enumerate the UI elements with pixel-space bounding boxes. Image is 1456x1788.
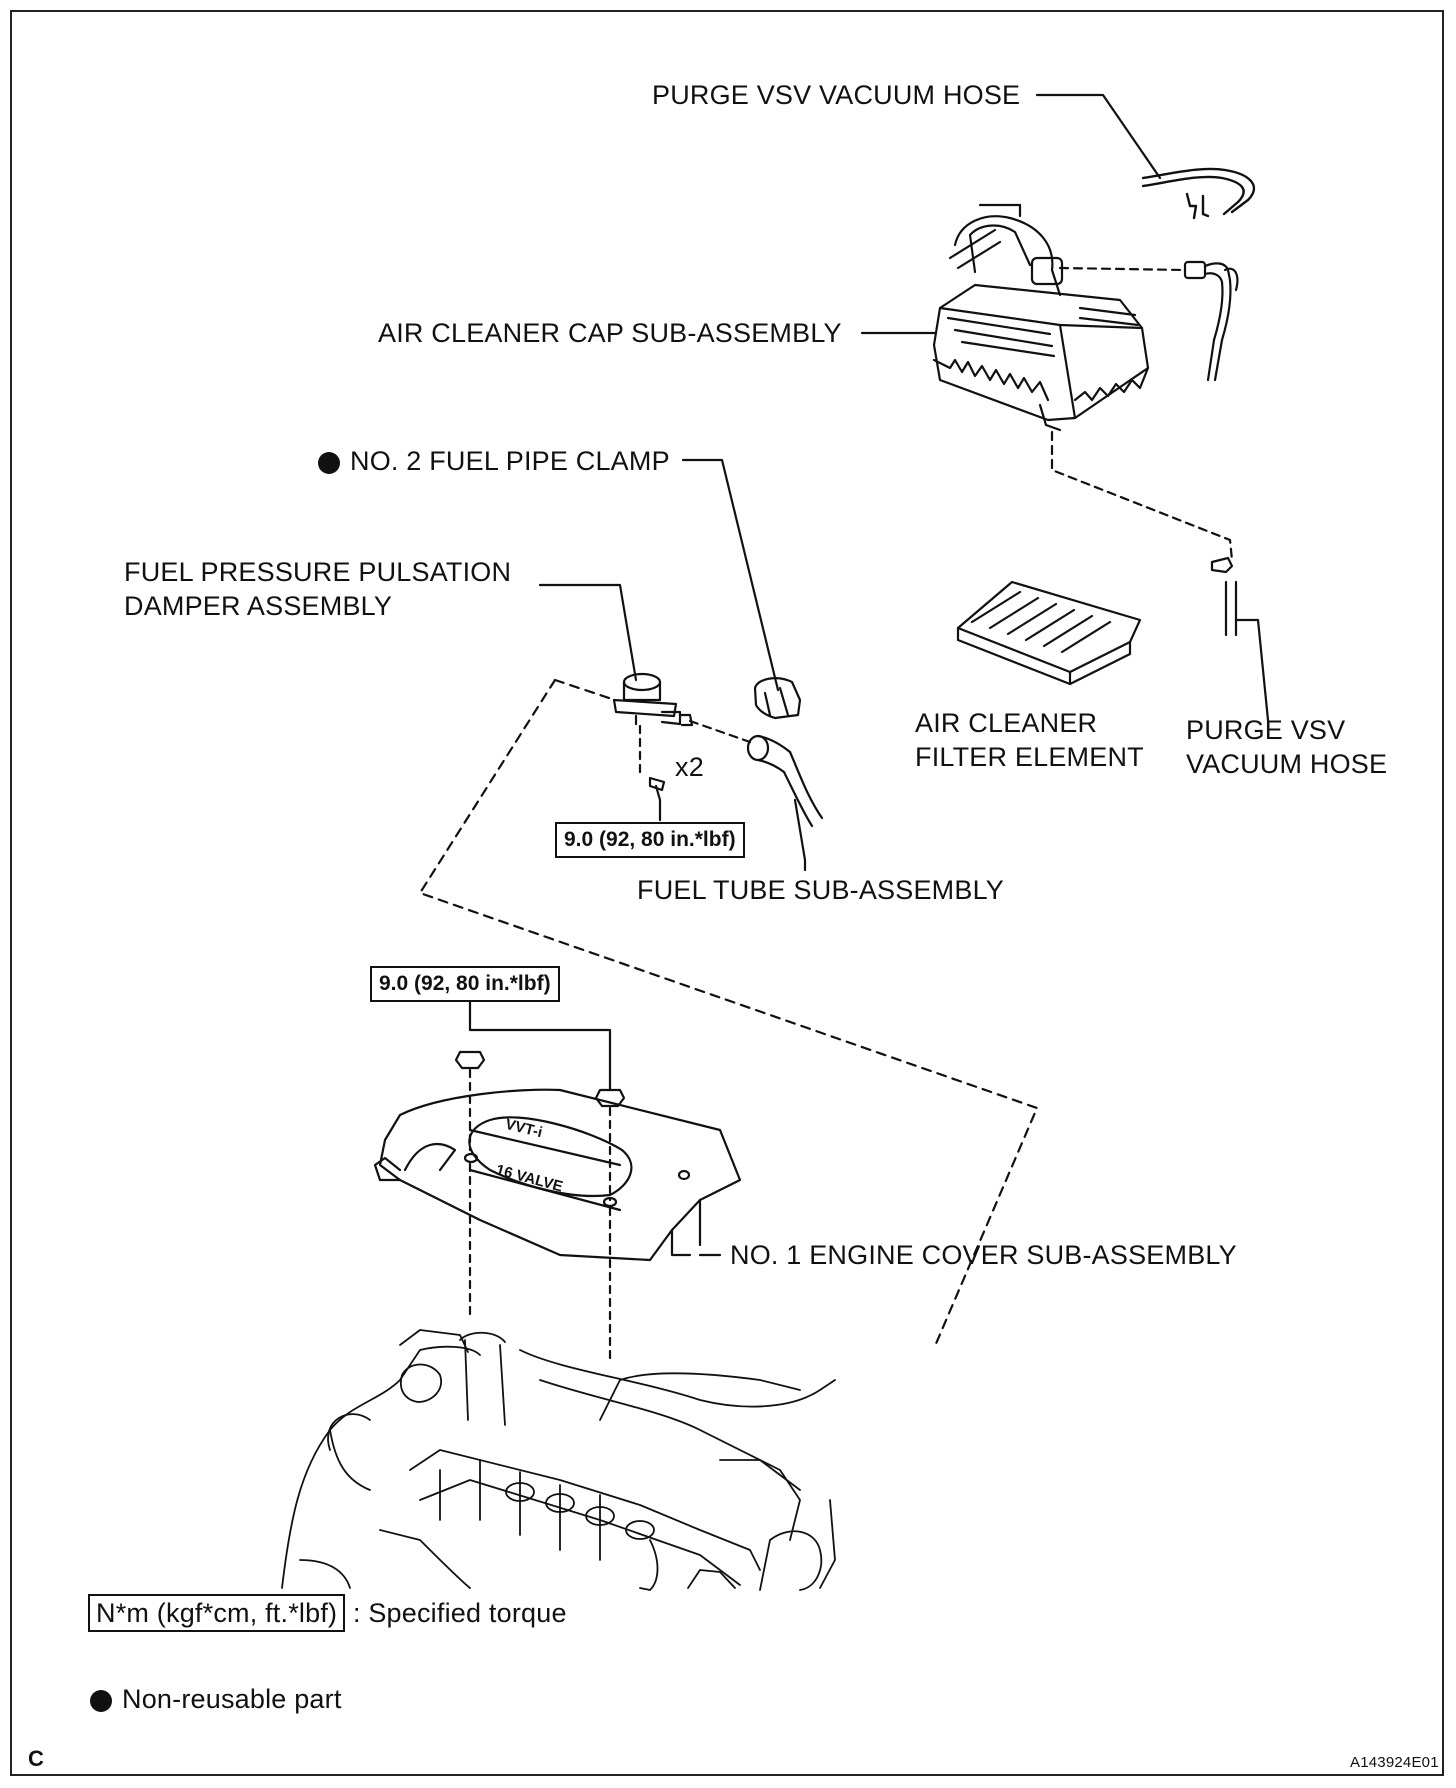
label-purge-hose-line2: VACUUM HOSE [1186, 749, 1388, 779]
engine-cover-drawing [373, 1088, 742, 1362]
figure-id: A143924E01 [1350, 1754, 1439, 1771]
label-fuel-pipe-clamp: NO. 2 FUEL PIPE CLAMP [318, 444, 670, 478]
label-engine-cover: NO. 1 ENGINE COVER SUB-ASSEMBLY [730, 1240, 1237, 1270]
legend-torque-units: N*m (kgf*cm, ft.*lbf) [88, 1594, 346, 1632]
engine-block-drawing [281, 1329, 836, 1591]
legend-torque: N*m (kgf*cm, ft.*lbf) : Specified torque [88, 1594, 567, 1632]
dashed-assembly-outline [418, 678, 1039, 1348]
diagram-frame [10, 10, 1444, 1776]
leader-purge-hose-top [1035, 93, 1162, 180]
torque-box-cover: 9.0 (92, 80 in.*lbf) [370, 966, 560, 1002]
cover-nut-leaders [468, 998, 612, 1092]
label-damper-line2: DAMPER ASSEMBLY [124, 591, 393, 621]
purge-vsv-vacuum-hose-top [1141, 167, 1256, 220]
label-damper-line1: FUEL PRESSURE PULSATION [124, 557, 512, 587]
fuel-tube-drawing [746, 734, 824, 872]
legend-nonreusable-desc: Non-reusable part [122, 1684, 342, 1714]
air-cleaner-filter-element-drawing [956, 580, 1142, 686]
legend-dot-icon [90, 1689, 112, 1712]
purge-vsv-vacuum-hose-lower [1210, 556, 1270, 722]
leader-fuel-pipe-clamp [681, 458, 780, 692]
label-purge-hose-line1: PURGE VSV [1186, 715, 1346, 745]
label-purge-hose-top: PURGE VSV VACUUM HOSE [652, 80, 1021, 110]
leader-damper [538, 583, 638, 682]
label-air-cleaner-cap: AIR CLEANER CAP SUB-ASSEMBLY [378, 318, 842, 348]
legend-nonreusable: Non-reusable part [90, 1682, 342, 1716]
non-reusable-dot-icon [318, 451, 340, 474]
label-fuel-tube: FUEL TUBE SUB-ASSEMBLY [637, 875, 1005, 905]
fuel-pressure-damper-drawing [612, 672, 752, 744]
legend-torque-desc: : Specified torque [352, 1598, 567, 1628]
damper-bolt [638, 724, 666, 822]
label-fuel-pipe-clamp-text: NO. 2 FUEL PIPE CLAMP [350, 446, 670, 476]
fuel-pipe-clamp-drawing [753, 677, 802, 720]
torque-box-damper: 9.0 (92, 80 in.*lbf) [555, 822, 745, 858]
label-filter-line1: AIR CLEANER [915, 708, 1098, 738]
label-filter-line2: FILTER ELEMENT [915, 742, 1144, 772]
label-bolt-count: x2 [675, 752, 704, 782]
section-letter: C [28, 1746, 45, 1771]
air-cleaner-cap-drawing [932, 203, 1239, 562]
